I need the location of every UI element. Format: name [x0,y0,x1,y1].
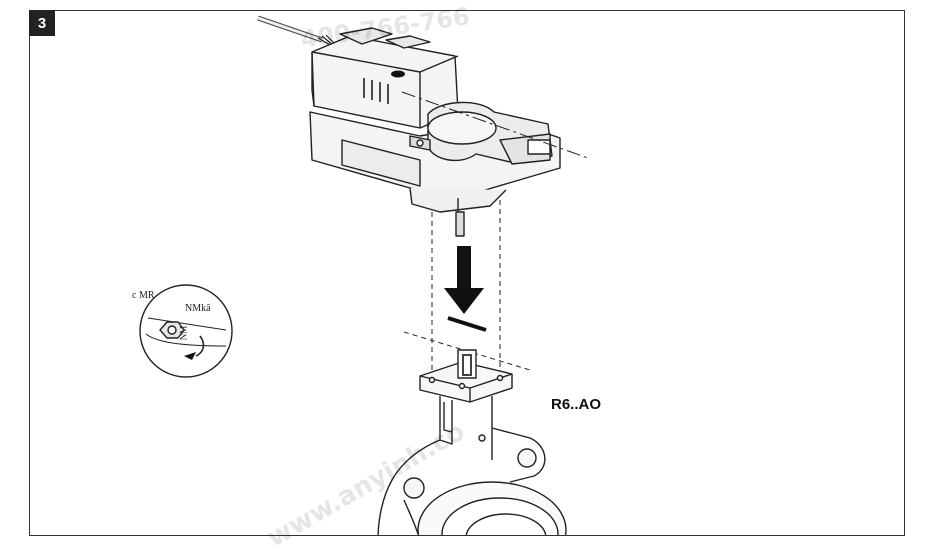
valve-model-label: R6..AO [551,396,602,413]
butterfly-valve [377,349,567,535]
mounting-arrow [444,246,484,314]
torque-label: NMkã [185,303,211,314]
insertion-mark [447,316,487,332]
actuator-cable [257,15,337,47]
step-number-badge: 3 [29,10,55,36]
nm-label: NM [178,325,189,341]
actuator-spindle [455,211,465,237]
hex-key-detail [139,284,233,378]
cmr-label: c MR [132,290,155,301]
figure-frame [29,10,905,536]
axis-centerline [401,91,589,159]
actuator-body [309,27,561,213]
